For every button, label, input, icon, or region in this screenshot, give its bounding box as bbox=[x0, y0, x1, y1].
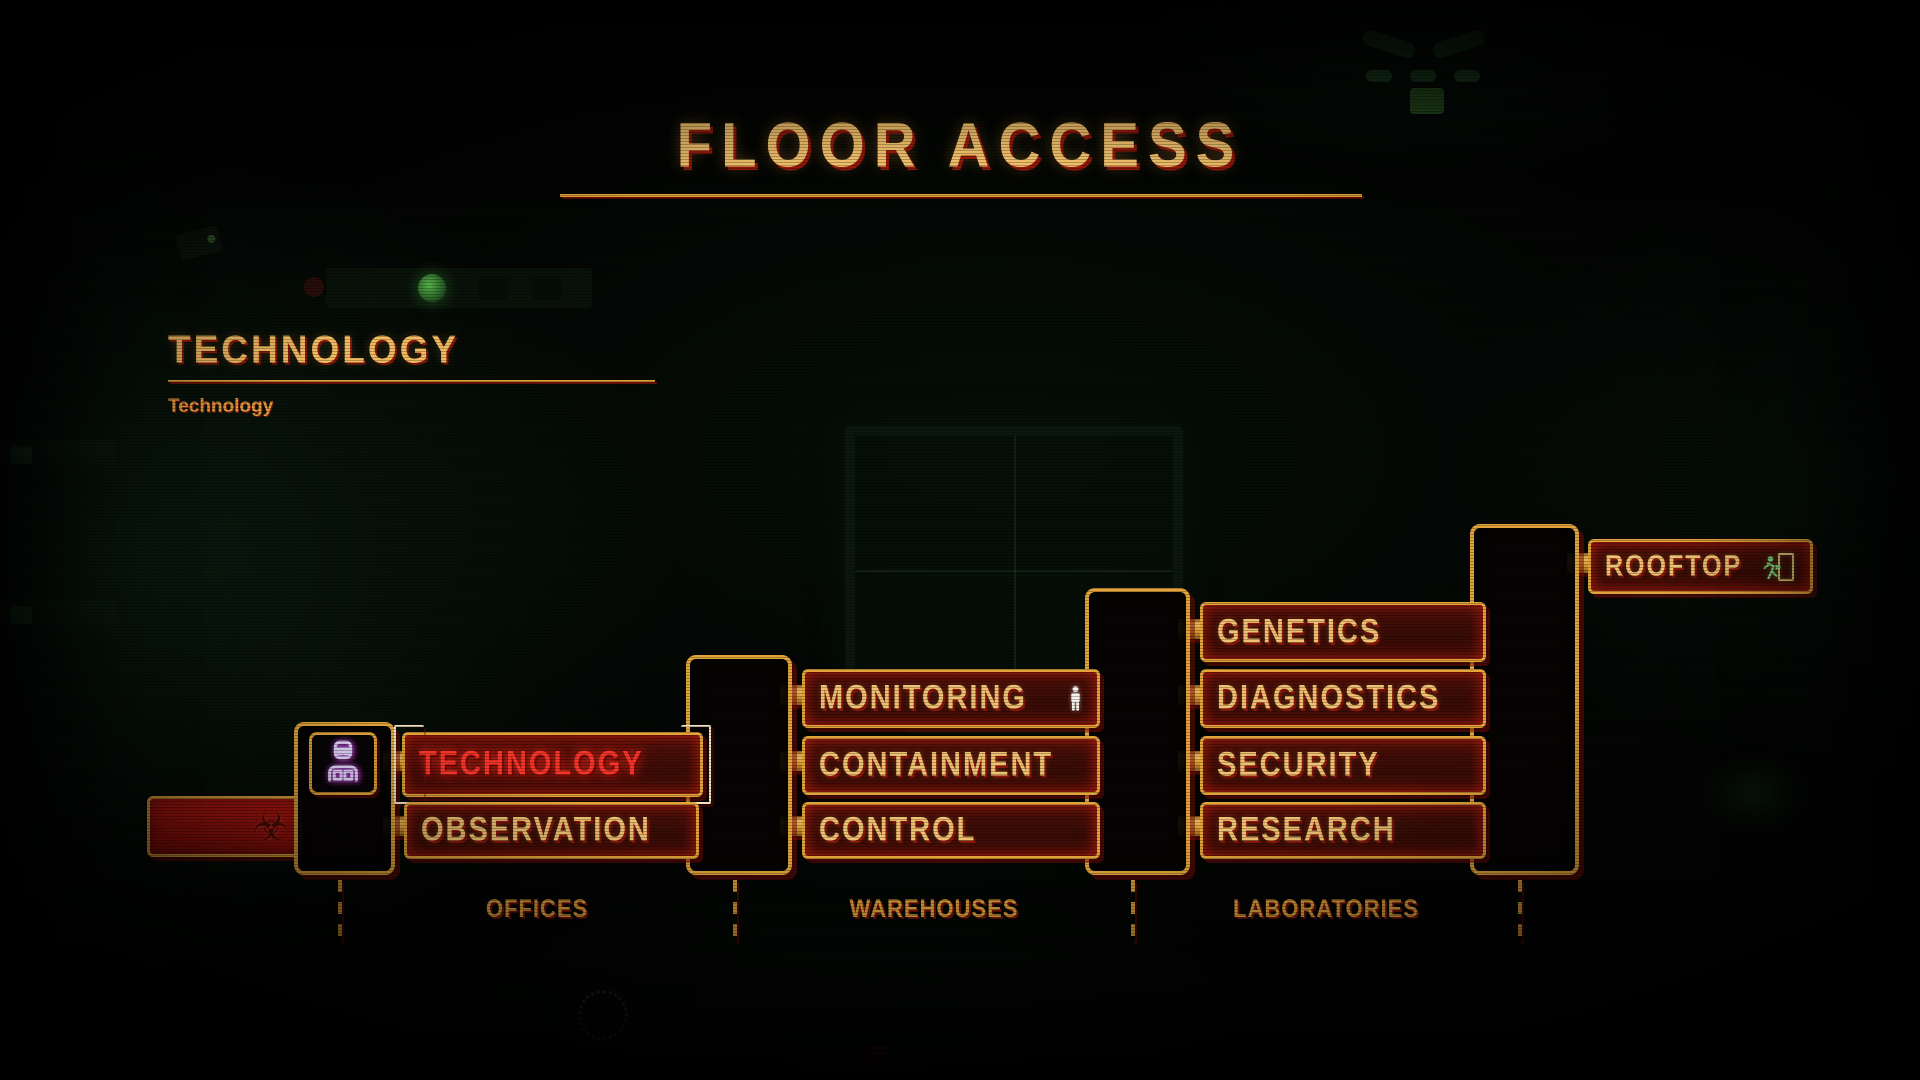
background-wall-beam bbox=[6, 440, 116, 482]
floor-button-containment[interactable]: CONTAINMENT bbox=[802, 736, 1100, 795]
floor-button-diagnostics[interactable]: DIAGNOSTICS bbox=[1200, 669, 1486, 728]
scientist-icon bbox=[323, 740, 363, 787]
section-guide-line bbox=[1131, 880, 1135, 942]
background-machine bbox=[1352, 28, 1502, 116]
quarantine-entry-box: ☣ bbox=[147, 796, 302, 857]
background-vent bbox=[868, 1046, 888, 1062]
floor-button-label: TECHNOLOGY bbox=[419, 745, 644, 783]
floor-button-label: RESEARCH bbox=[1217, 811, 1396, 849]
floor-button-label: CONTAINMENT bbox=[819, 746, 1054, 784]
background-machine-lamp bbox=[1410, 70, 1436, 82]
background-signage-panel bbox=[478, 276, 508, 300]
elevator-occupant-box bbox=[309, 732, 377, 795]
current-floor-underline bbox=[168, 380, 655, 382]
floor-button-label: ROOFTOP bbox=[1605, 549, 1743, 583]
floor-button-monitoring[interactable]: MONITORING bbox=[802, 669, 1100, 728]
floor-button-genetics[interactable]: GENETICS bbox=[1200, 602, 1486, 662]
exit-icon bbox=[1762, 552, 1796, 582]
page-title: FLOOR ACCESS bbox=[676, 110, 1244, 181]
biohazard-icon: ☣ bbox=[253, 803, 289, 850]
floor-button-research[interactable]: RESEARCH bbox=[1200, 802, 1486, 859]
section-label-warehouses: WAREHOUSES bbox=[849, 894, 1019, 923]
floor-button-label: GENETICS bbox=[1217, 612, 1382, 651]
elevator-shaft-3 bbox=[1085, 588, 1190, 875]
floor-button-label: SECURITY bbox=[1217, 746, 1380, 784]
background-signage-lamp bbox=[418, 274, 446, 302]
background-fan bbox=[578, 990, 628, 1040]
background-camera bbox=[175, 225, 223, 261]
elevator-shaft-4 bbox=[1470, 524, 1579, 875]
floor-button-label: MONITORING bbox=[819, 679, 1027, 717]
current-floor-panel: TECHNOLOGY Technology bbox=[168, 328, 655, 418]
background-wall-beam bbox=[6, 600, 116, 644]
background-signage bbox=[304, 268, 592, 308]
section-guide-line bbox=[338, 880, 342, 942]
floor-button-label: DIAGNOSTICS bbox=[1217, 679, 1441, 717]
background-machine-lamp bbox=[1454, 70, 1480, 82]
page-title-underline bbox=[560, 194, 1362, 197]
background-machine-part bbox=[1360, 28, 1418, 60]
current-floor-name: TECHNOLOGY bbox=[168, 328, 460, 372]
floor-button-rooftop[interactable]: ROOFTOP bbox=[1588, 539, 1813, 594]
background-beam-light bbox=[10, 606, 32, 624]
background-beam-light bbox=[10, 446, 32, 464]
floor-button-security[interactable]: SECURITY bbox=[1200, 736, 1486, 795]
section-guide-line bbox=[1518, 880, 1522, 942]
floor-button-control[interactable]: CONTROL bbox=[802, 802, 1100, 859]
floor-button-label: OBSERVATION bbox=[421, 811, 651, 849]
current-floor-description: Technology bbox=[168, 396, 274, 417]
section-label-offices: OFFICES bbox=[485, 894, 589, 923]
floor-button-observation[interactable]: OBSERVATION bbox=[404, 802, 699, 859]
person-icon bbox=[1068, 686, 1083, 711]
background-green-glow bbox=[1700, 752, 1810, 836]
background-machine-part bbox=[1430, 28, 1488, 60]
floor-button-label: CONTROL bbox=[819, 811, 977, 849]
background-signage-dot bbox=[304, 277, 324, 297]
background-machine-screen bbox=[1410, 88, 1444, 114]
background-machine-lamp bbox=[1366, 70, 1392, 82]
floor-button-technology[interactable]: TECHNOLOGY bbox=[394, 725, 711, 804]
background-signage-panel bbox=[532, 276, 562, 300]
section-guide-line bbox=[733, 880, 737, 942]
section-label-laboratories: LABORATORIES bbox=[1233, 894, 1419, 923]
